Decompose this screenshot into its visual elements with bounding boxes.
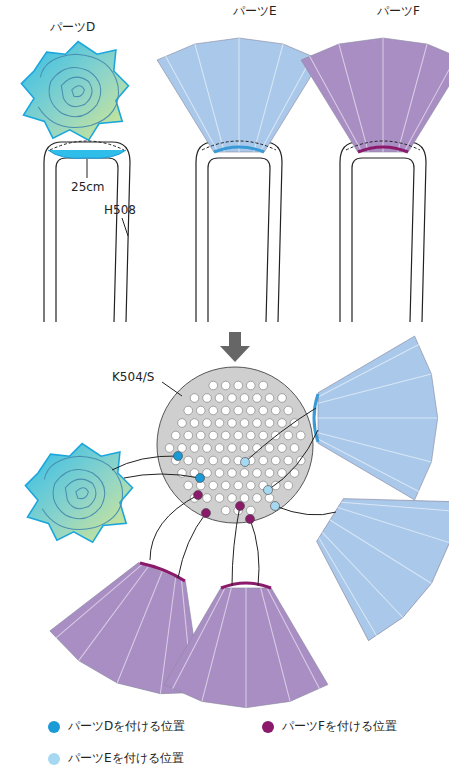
part-name: パーツF: [377, 4, 420, 18]
hole: [234, 406, 243, 415]
hole: [284, 456, 293, 465]
hole: [240, 469, 249, 478]
hole: [253, 469, 262, 478]
hole: [209, 456, 218, 465]
hole: [203, 494, 212, 503]
hole: [203, 444, 212, 453]
hole: [209, 431, 218, 440]
hole: [215, 444, 224, 453]
hole: [221, 506, 230, 515]
hole: [196, 456, 205, 465]
hole: [234, 431, 243, 440]
hole: [221, 456, 230, 465]
legend-swatch: [262, 721, 274, 733]
hole: [284, 431, 293, 440]
hole: [215, 494, 224, 503]
part-code: K504/S: [112, 370, 154, 384]
hole: [271, 406, 280, 415]
hole: [265, 444, 274, 453]
hole: [196, 431, 205, 440]
hole: [265, 494, 274, 503]
hole: [165, 444, 174, 453]
hole: [240, 444, 249, 453]
hole: [203, 419, 212, 428]
hole: [240, 419, 249, 428]
legend-text: パーツDを付ける位置: [68, 718, 185, 735]
hole: [184, 406, 193, 415]
hole: [190, 419, 199, 428]
part-code: H508: [104, 203, 136, 217]
hole: [215, 419, 224, 428]
hole: [178, 419, 187, 428]
hole: [259, 456, 268, 465]
hole: [290, 444, 299, 453]
hole: [246, 506, 255, 515]
hole: [259, 381, 268, 390]
hole: [209, 381, 218, 390]
legend-text: パーツFを付ける位置: [282, 718, 397, 735]
hole: [209, 481, 218, 490]
hole: [246, 431, 255, 440]
hole: [296, 431, 305, 440]
hole: [184, 431, 193, 440]
hole: [246, 406, 255, 415]
hole: [240, 494, 249, 503]
dimension: 25cm: [71, 180, 105, 194]
hole: [221, 381, 230, 390]
hole: [284, 481, 293, 490]
hole: [265, 419, 274, 428]
hole: [190, 444, 199, 453]
hole: [215, 394, 224, 403]
hole: [221, 406, 230, 415]
hole: [253, 494, 262, 503]
hole: [178, 444, 187, 453]
hole: [228, 494, 237, 503]
hole: [278, 394, 287, 403]
hole: [190, 394, 199, 403]
hole: [228, 419, 237, 428]
legend-item: パーツEを付ける位置: [48, 750, 184, 767]
hole: [171, 431, 180, 440]
hole: [284, 406, 293, 415]
part-name: パーツD: [50, 20, 95, 34]
hole: [228, 444, 237, 453]
hole: [234, 381, 243, 390]
hole: [209, 406, 218, 415]
legend-item: パーツDを付ける位置: [48, 718, 185, 735]
hole: [184, 481, 193, 490]
legend-swatch: [48, 721, 60, 733]
legend-swatch: [48, 753, 60, 765]
hole: [228, 394, 237, 403]
legend-text: パーツEを付ける位置: [68, 750, 184, 767]
hole: [240, 394, 249, 403]
hole: [265, 469, 274, 478]
hole: [265, 394, 274, 403]
hole: [246, 381, 255, 390]
hole: [221, 431, 230, 440]
hole: [278, 419, 287, 428]
hole: [215, 469, 224, 478]
hole: [234, 481, 243, 490]
legend-item: パーツFを付ける位置: [262, 718, 397, 735]
hole: [278, 469, 287, 478]
hole: [203, 394, 212, 403]
hole: [253, 394, 262, 403]
part-name: パーツE: [233, 4, 277, 18]
hole: [253, 419, 262, 428]
hole: [184, 456, 193, 465]
hole: [221, 481, 230, 490]
hole: [259, 431, 268, 440]
hole: [246, 481, 255, 490]
hole: [259, 406, 268, 415]
hole: [196, 406, 205, 415]
hole: [228, 469, 237, 478]
hole: [278, 444, 287, 453]
hole: [271, 456, 280, 465]
